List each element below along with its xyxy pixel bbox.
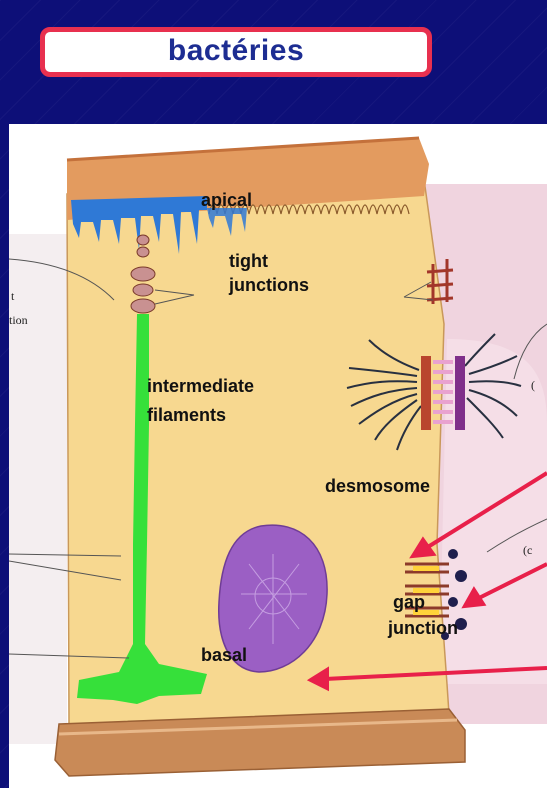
label-gap-line1: gap <box>393 592 425 612</box>
cell-diagram-svg: apical tight junctions intermediate fila… <box>9 124 547 788</box>
label-basal: basal <box>201 645 247 665</box>
fragment-left-tion: tion <box>9 313 28 327</box>
title-box: bactéries <box>40 27 432 77</box>
slide-title: bactéries <box>168 34 304 68</box>
label-intermediate-line1: intermediate <box>147 376 254 396</box>
label-apical: apical <box>201 190 252 210</box>
label-intermediate-line2: filaments <box>147 405 226 425</box>
fragment-right-paren: ( <box>531 378 535 392</box>
label-desmosome: desmosome <box>325 476 430 496</box>
label-gap-line2: junction <box>387 618 458 638</box>
fragment-right-paren-c: (c <box>523 543 532 557</box>
left-neighbor-cell <box>9 234 67 744</box>
cell-diagram: apical tight junctions intermediate fila… <box>9 124 547 788</box>
label-tight-line2: junctions <box>228 275 309 295</box>
label-tight-line1: tight <box>229 251 268 271</box>
